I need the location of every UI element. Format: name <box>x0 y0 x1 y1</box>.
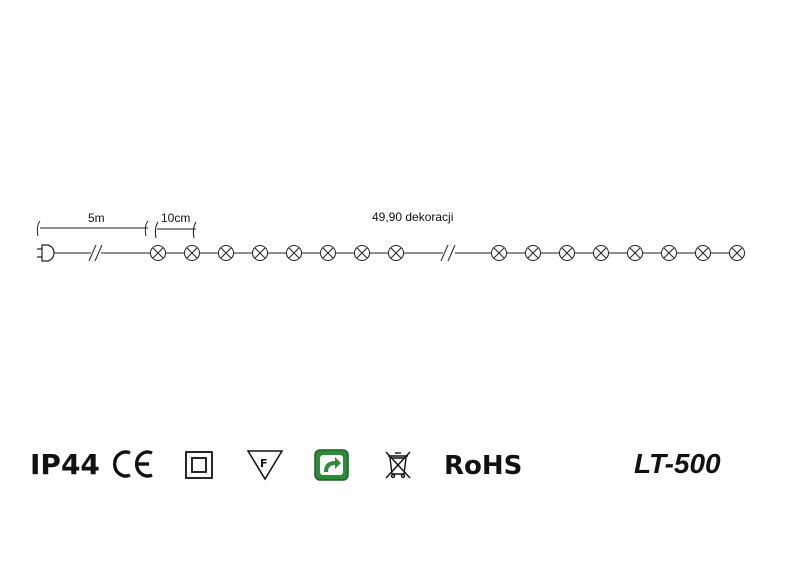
crossed-bin-icon <box>385 451 411 479</box>
bulb-icon <box>695 245 711 261</box>
bulb-icon <box>593 245 609 261</box>
bulb-icon <box>286 245 302 261</box>
bulb-spacing-dimension <box>154 221 197 239</box>
bulb-icon <box>218 245 234 261</box>
bulb-icon <box>661 245 677 261</box>
rohs-label: RoHS <box>444 451 522 481</box>
bulb-icon <box>559 245 575 261</box>
green-arrow-icon <box>314 449 349 481</box>
cable-length-label: 5m <box>88 211 105 225</box>
bulb-icon <box>354 245 370 261</box>
bulb-icon <box>320 245 336 261</box>
bulb-icon <box>491 245 507 261</box>
cable-length-dimension <box>36 220 149 237</box>
ce-mark-icon <box>112 450 153 478</box>
bulb-spacing-label: 10cm <box>161 211 190 225</box>
plug-icon <box>37 244 55 262</box>
chain-break-mark <box>440 244 456 262</box>
total-length-label: 49,90 dekoracji <box>372 210 453 224</box>
double-square-icon <box>185 451 213 479</box>
f-triangle-icon: F <box>246 450 284 481</box>
bulb-icon <box>184 245 200 261</box>
bulb-icon <box>388 245 404 261</box>
bulb-icon <box>729 245 745 261</box>
bulb-icon <box>252 245 268 261</box>
bulb-icon <box>627 245 643 261</box>
cable-break-mark <box>88 244 103 262</box>
bulb-icon <box>525 245 541 261</box>
model-label: LT-500 <box>634 448 721 479</box>
bulb-icon <box>150 245 166 261</box>
bulbs <box>150 245 745 261</box>
ip-rating-label: IP44 <box>30 448 100 481</box>
svg-text:F: F <box>260 457 268 470</box>
